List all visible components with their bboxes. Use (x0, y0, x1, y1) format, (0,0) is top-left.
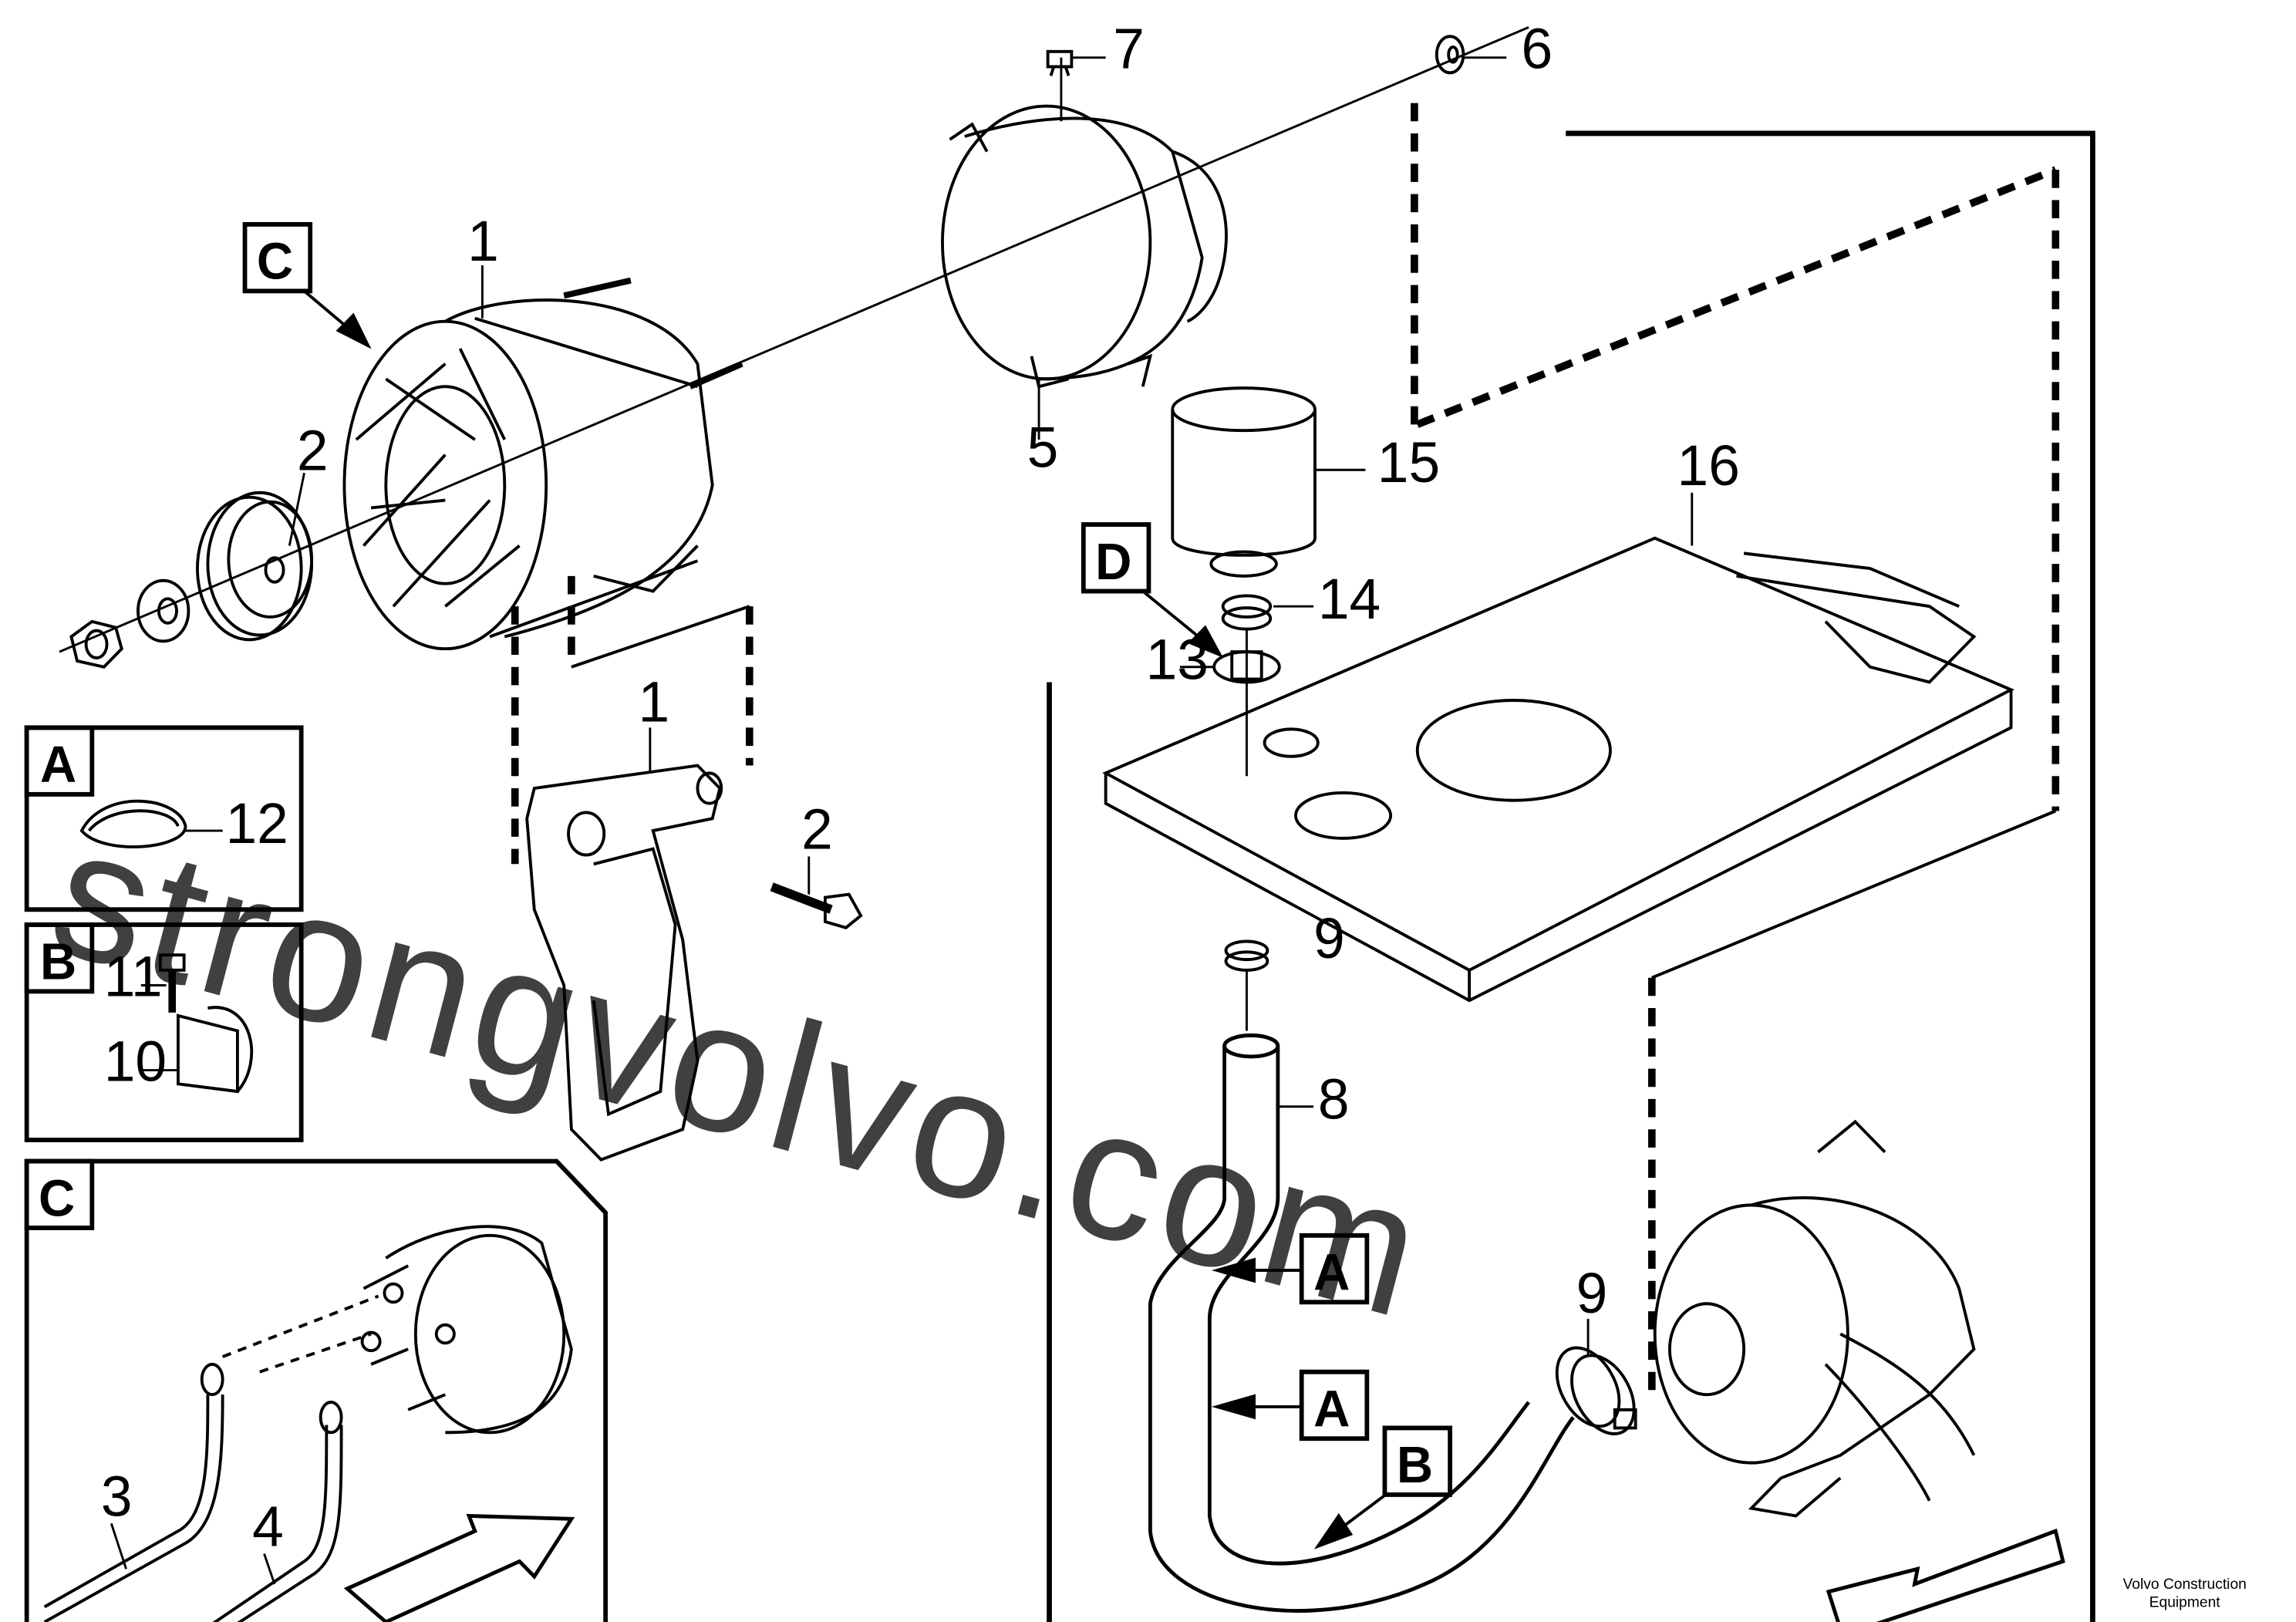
brand-line-1: Volvo Construction (2122, 1576, 2246, 1593)
washer-part (137, 578, 190, 643)
callout-13: 13 (1146, 627, 1209, 692)
callout-3: 3 (101, 1464, 133, 1529)
label-box-b (1382, 1425, 1452, 1497)
callout-1-alternator: 1 (467, 208, 499, 273)
callout-4: 4 (252, 1494, 284, 1559)
direction-arrow-right-icon (1826, 1528, 2065, 1622)
pulley-part (196, 491, 314, 642)
callout-5: 5 (1027, 415, 1059, 480)
detail-box-b (24, 922, 304, 1142)
callout-9-lower: 9 (1576, 1260, 1608, 1325)
enclosure-frame (1047, 130, 2095, 1622)
plug-part (1435, 35, 1465, 75)
detail-letter-a-lower: A (1313, 1381, 1350, 1438)
cable-tie-part (79, 799, 223, 849)
engine-cover-plate-part (1102, 536, 2015, 1003)
detail-letter-b-inset: B (40, 933, 76, 991)
alternator-part (342, 277, 743, 651)
callout-8: 8 (1318, 1067, 1350, 1131)
detail-letter-c-main: C (257, 233, 293, 291)
cover-housing-part (941, 104, 1228, 389)
detail-letter-b: B (1397, 1437, 1433, 1495)
label-box-a-inset (24, 725, 95, 797)
hose-clamp-lower-part (1555, 1346, 1637, 1435)
detail-letter-d: D (1095, 533, 1131, 591)
label-box-d (1081, 522, 1151, 594)
cables (43, 1294, 379, 1622)
detail-box-a (24, 725, 304, 912)
alternator-terminal-part (360, 1225, 573, 1435)
callout-12: 12 (226, 791, 288, 855)
mounting-clip-part (140, 1006, 254, 1094)
dashed-connectors (511, 103, 2060, 1395)
direction-arrow-left-icon (343, 1513, 575, 1622)
callout-7: 7 (1113, 16, 1145, 81)
callout-16: 16 (1677, 433, 1740, 497)
callout-9-upper: 9 (1313, 905, 1345, 970)
drawing-number: 1072620 (2150, 1620, 2243, 1622)
callout-11: 11 (104, 944, 163, 1009)
label-box-c-inset (24, 1158, 95, 1230)
hose-clamp-part (1224, 939, 1269, 972)
detail-letter-a-upper: A (1313, 1244, 1350, 1302)
filter-part (1171, 386, 1317, 578)
callout-1-bracket: 1 (638, 669, 669, 734)
callout-10: 10 (104, 1029, 167, 1094)
detail-letter-c-inset: C (39, 1170, 75, 1228)
callout-15: 15 (1377, 430, 1440, 494)
bolt-part (770, 882, 863, 930)
detail-box-c (24, 1158, 609, 1622)
leader-lines (110, 56, 1694, 1585)
assembly-axis (59, 26, 1529, 653)
nut-part (69, 619, 123, 669)
callout-2-pulley: 2 (297, 418, 329, 483)
hose-part (1148, 1033, 1575, 1613)
clamp-part (1221, 594, 1273, 631)
detail-letter-a-inset: A (40, 737, 76, 794)
screw-part (158, 953, 186, 1013)
brand-line-2: Equipment (2149, 1593, 2221, 1610)
motor-part (1653, 1119, 1976, 1518)
clip-part (1046, 49, 1074, 76)
callout-6: 6 (1521, 16, 1553, 81)
connector-lines (571, 605, 2056, 980)
label-box-c-main (242, 221, 313, 294)
callout-14: 14 (1318, 566, 1381, 631)
label-pointers (303, 289, 1389, 1549)
callout-2-bolt: 2 (801, 797, 833, 862)
label-box-b-inset (24, 922, 95, 994)
bracket-part (525, 764, 723, 1162)
